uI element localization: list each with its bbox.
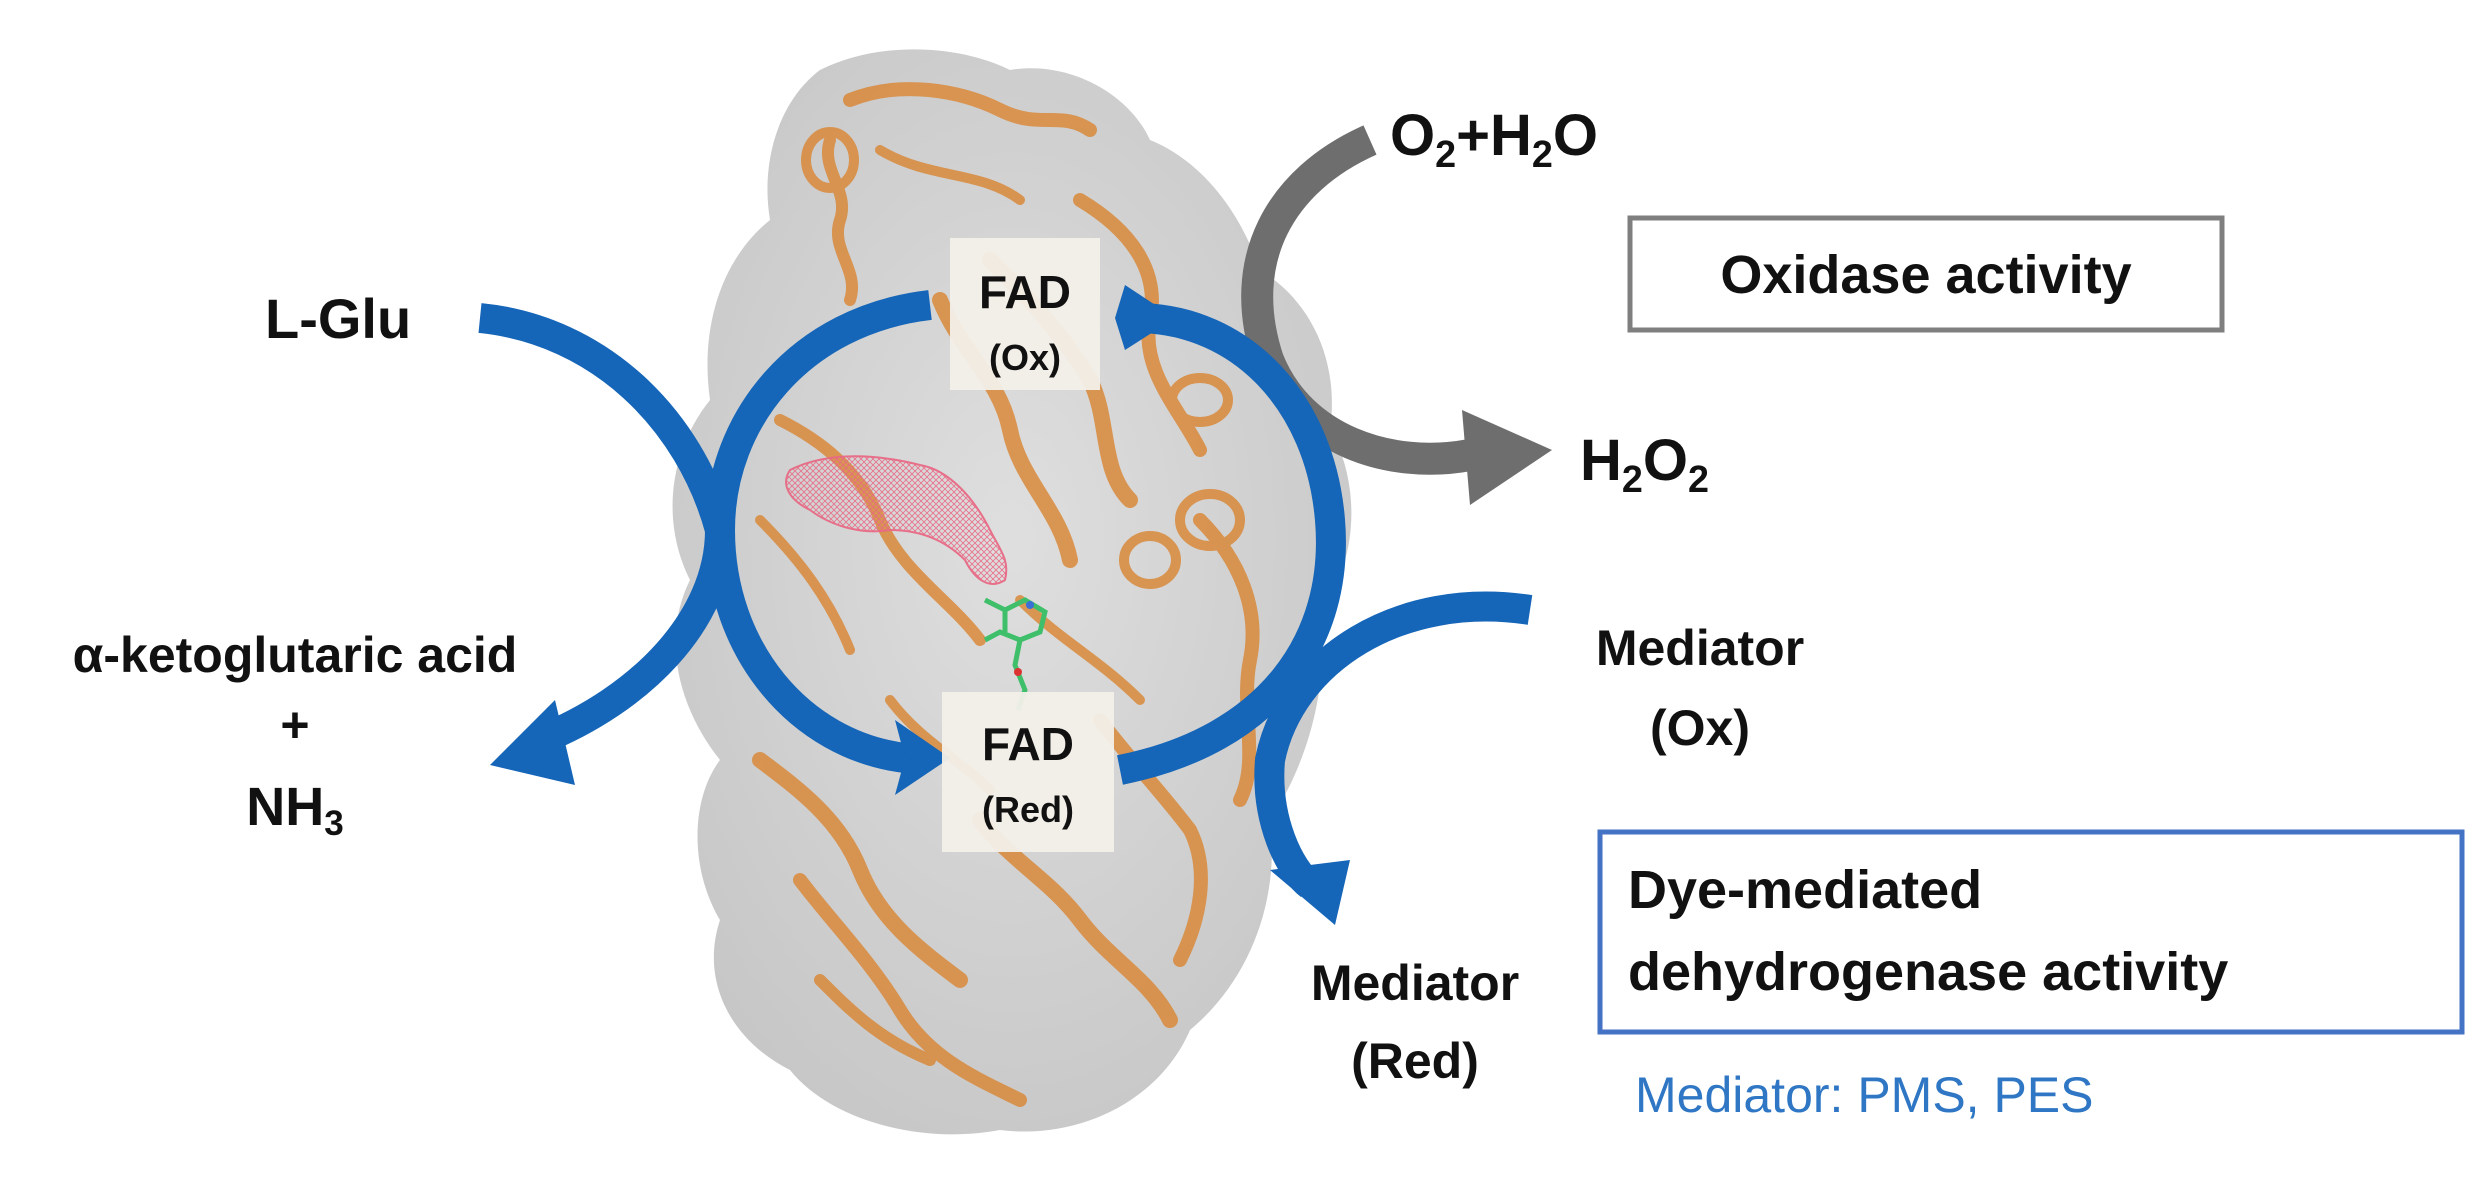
oxidase-activity-text: Oxidase activity [1720,245,2131,305]
fad-ox-box: FAD (Ox) [950,238,1100,390]
catalytic-cycle-arrows [478,290,1533,897]
oxidase-activity-border [1627,215,2225,333]
mediator-note: Mediator: PMS, PES [1635,1067,2094,1123]
cycle-arrowheads [490,285,1350,925]
fad-ox-state: (Ox) [989,337,1061,378]
fad-ligand [983,597,1048,711]
fad-red-state: (Red) [982,789,1074,830]
arrowhead-to-product [490,700,575,785]
mediator-ox-line2: (Ox) [1650,700,1750,756]
mediator-red-line1: Mediator [1311,955,1519,1011]
product-line1: α-ketoglutaric acid [73,627,518,683]
substrate-mesh [785,455,1008,585]
fad-red-title: FAD [982,718,1074,770]
arrowhead-to-fad-ox [1115,285,1175,350]
mediator-ox-label: Mediator (Ox) [1596,620,1804,756]
o2-h2o-label: O2+H2O [1390,103,1598,175]
mediator-ox-line1: Mediator [1596,620,1804,676]
dehydrogenase-activity-box: Dye-mediated dehydrogenase activity [1597,829,2465,1035]
product-nh3: NH3 [246,777,344,843]
mediator-red-label: Mediator (Red) [1311,955,1519,1089]
mediator-red-line2: (Red) [1351,1033,1479,1089]
h2o2-label: H2O2 [1580,428,1709,500]
oxidase-activity-box: Oxidase activity [1627,215,2225,333]
dehydrogenase-activity-border [1597,829,2465,1035]
product-label: α-ketoglutaric acid + NH3 [73,627,518,843]
dehydrogenase-line1: Dye-mediated [1628,860,1982,920]
dehydrogenase-line2: dehydrogenase activity [1628,942,2228,1002]
fad-red-box: FAD (Red) [942,692,1114,852]
l-glu-label: L-Glu [265,287,411,350]
arrowhead-to-fad-red [895,720,950,795]
arrowhead-to-mediator-red [1270,860,1350,925]
product-plus: + [280,697,309,753]
protein-structure-illustration [672,49,1352,1135]
fad-ox-title: FAD [979,266,1071,318]
oxidase-arrowhead [1462,410,1552,505]
